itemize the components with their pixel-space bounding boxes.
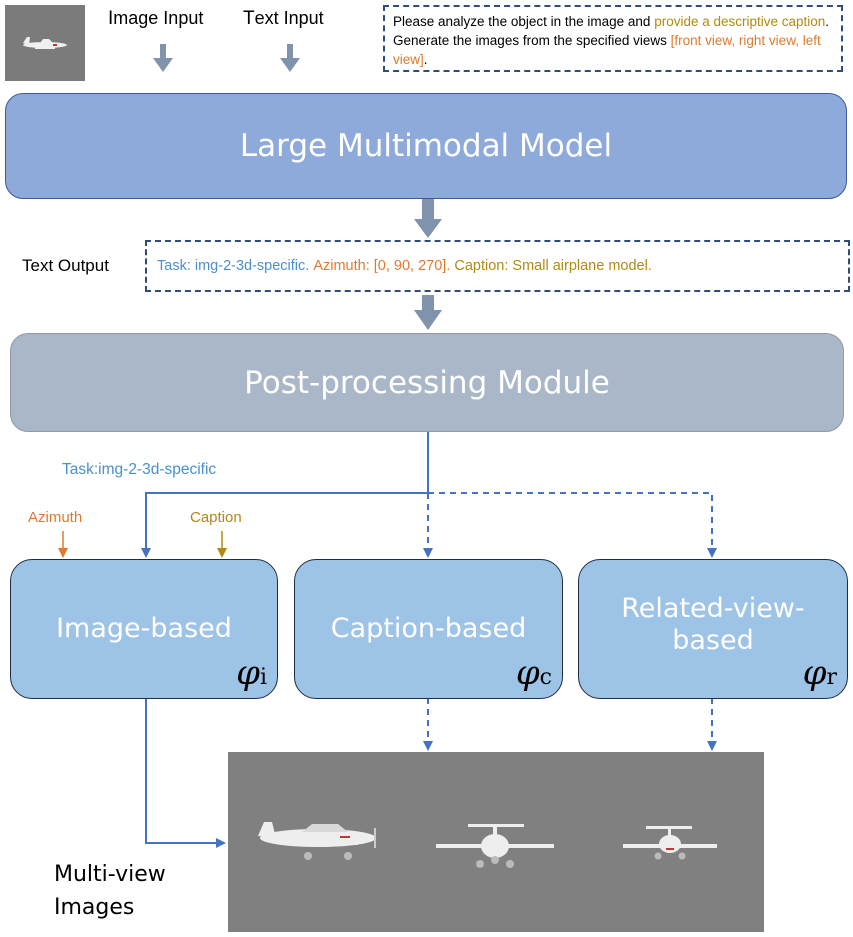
phi-c-symbol: φc [515,653,552,693]
text-output-box: Task: img-2-3d-specific. Azimuth: [0, 90… [145,240,850,292]
caption-based-method-box: Caption-based φc [294,559,563,699]
related-view-based-method-box: Related-view-based φr [578,559,848,699]
text-prompt-box: Please analyze the object in the image a… [383,5,843,72]
airplane-side-view-icon [258,822,376,860]
input-arrow-text [280,44,300,72]
task-route-line [141,431,429,558]
lmm-to-output-arrow [414,199,442,238]
phi-i-symbol: φi [236,653,267,693]
output-task: Task: img-2-3d-specific. [157,258,310,274]
azimuth-label: Azimuth [28,509,83,526]
large-multimodal-model-box: Large Multimodal Model [5,93,847,199]
phi-r-symbol: φr [802,653,837,693]
airplane-front-view-icon [436,824,554,868]
output-to-post-arrow [414,295,442,330]
output-azimuth: Azimuth: [0, 90, 270]. [313,258,451,274]
multi-view-images-gallery [228,752,764,932]
image-based-method-box: Image-based φi [10,559,278,699]
post-processing-module-box: Post-processing Module [10,333,844,432]
input-arrow-image [153,44,173,72]
multi-view-images-label: Multi-view Images [54,862,166,920]
text-output-label: Text Output [22,256,109,275]
airplane-icon [23,37,67,49]
image-based-output-line [145,698,226,848]
task-route-label: Task:img-2-3d-specific [62,461,217,478]
output-caption: Caption: Small airplane model. [454,258,652,274]
airplane-angle-view-icon [623,826,717,860]
text-input-label: Text Input [243,8,324,29]
related-route-dashed [428,492,717,558]
caption-label: Caption [190,509,242,526]
input-image-thumbnail [5,5,85,81]
image-input-label: Image Input [108,8,204,29]
